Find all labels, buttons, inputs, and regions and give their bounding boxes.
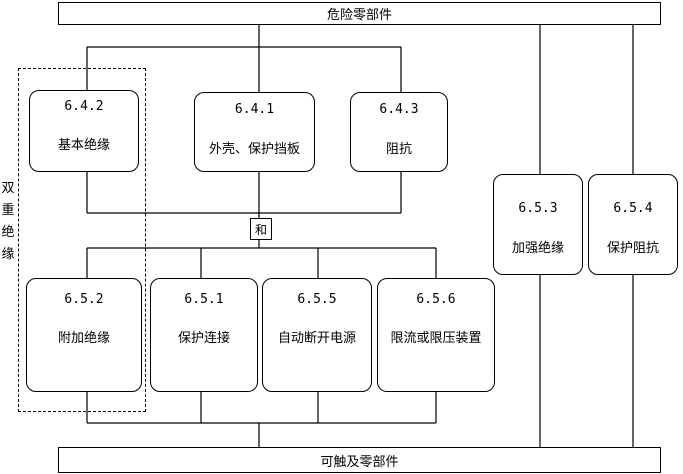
box-6-4-1-enclosure-barrier: 6.4.1 外壳、保护挡板 bbox=[194, 92, 315, 172]
box-code: 6.4.2 bbox=[64, 99, 104, 114]
bottom-bar-label: 可触及零部件 bbox=[320, 454, 399, 470]
double-insulation-group bbox=[18, 68, 146, 412]
box-code: 6.5.6 bbox=[416, 292, 456, 307]
box-6-5-4-protective-impedance: 6.5.4 保护阻抗 bbox=[588, 174, 678, 275]
bottom-bar-accessible-parts: 可触及零部件 bbox=[58, 447, 661, 473]
top-bar-hazardous-parts: 危险零部件 bbox=[58, 2, 661, 25]
box-label: 附加绝缘 bbox=[57, 331, 110, 346]
double-insulation-char-4: 缘 bbox=[1, 247, 15, 262]
double-insulation-char-2: 重 bbox=[1, 203, 15, 218]
box-label: 加强绝缘 bbox=[511, 241, 564, 256]
box-code: 6.5.4 bbox=[613, 201, 653, 216]
box-6-5-6-current-voltage-limiting: 6.5.6 限流或限压装置 bbox=[377, 278, 495, 392]
box-label: 基本绝缘 bbox=[57, 138, 110, 153]
box-6-5-2-supplementary-insulation: 6.5.2 附加绝缘 bbox=[26, 278, 142, 392]
box-6-5-1-protective-bonding: 6.5.1 保护连接 bbox=[150, 278, 258, 392]
box-code: 6.5.5 bbox=[297, 292, 337, 307]
box-label: 自动断开电源 bbox=[277, 331, 356, 346]
box-label: 保护阻抗 bbox=[606, 241, 659, 256]
box-code: 6.4.1 bbox=[234, 102, 275, 117]
double-insulation-char-1: 双 bbox=[1, 181, 15, 196]
box-label: 外壳、保护挡板 bbox=[208, 142, 300, 157]
double-insulation-label: 双 重 绝 缘 bbox=[0, 178, 16, 266]
and-junction: 和 bbox=[250, 218, 272, 240]
box-label: 阻抗 bbox=[385, 142, 412, 157]
double-insulation-char-3: 绝 bbox=[1, 225, 15, 240]
and-label: 和 bbox=[254, 222, 267, 237]
top-bar-label: 危险零部件 bbox=[326, 8, 392, 23]
box-6-4-3-impedance: 6.4.3 阻抗 bbox=[350, 92, 448, 172]
box-6-5-5-automatic-disconnection: 6.5.5 自动断开电源 bbox=[262, 278, 372, 392]
box-code: 6.5.3 bbox=[518, 201, 558, 216]
box-label: 保护连接 bbox=[177, 331, 230, 346]
box-code: 6.4.3 bbox=[379, 102, 419, 117]
box-code: 6.5.2 bbox=[64, 292, 104, 307]
box-label: 限流或限压装置 bbox=[390, 331, 482, 346]
box-code: 6.5.1 bbox=[184, 292, 224, 307]
box-6-5-3-reinforced-insulation: 6.5.3 加强绝缘 bbox=[493, 174, 583, 275]
box-6-4-2-basic-insulation: 6.4.2 基本绝缘 bbox=[29, 90, 139, 172]
